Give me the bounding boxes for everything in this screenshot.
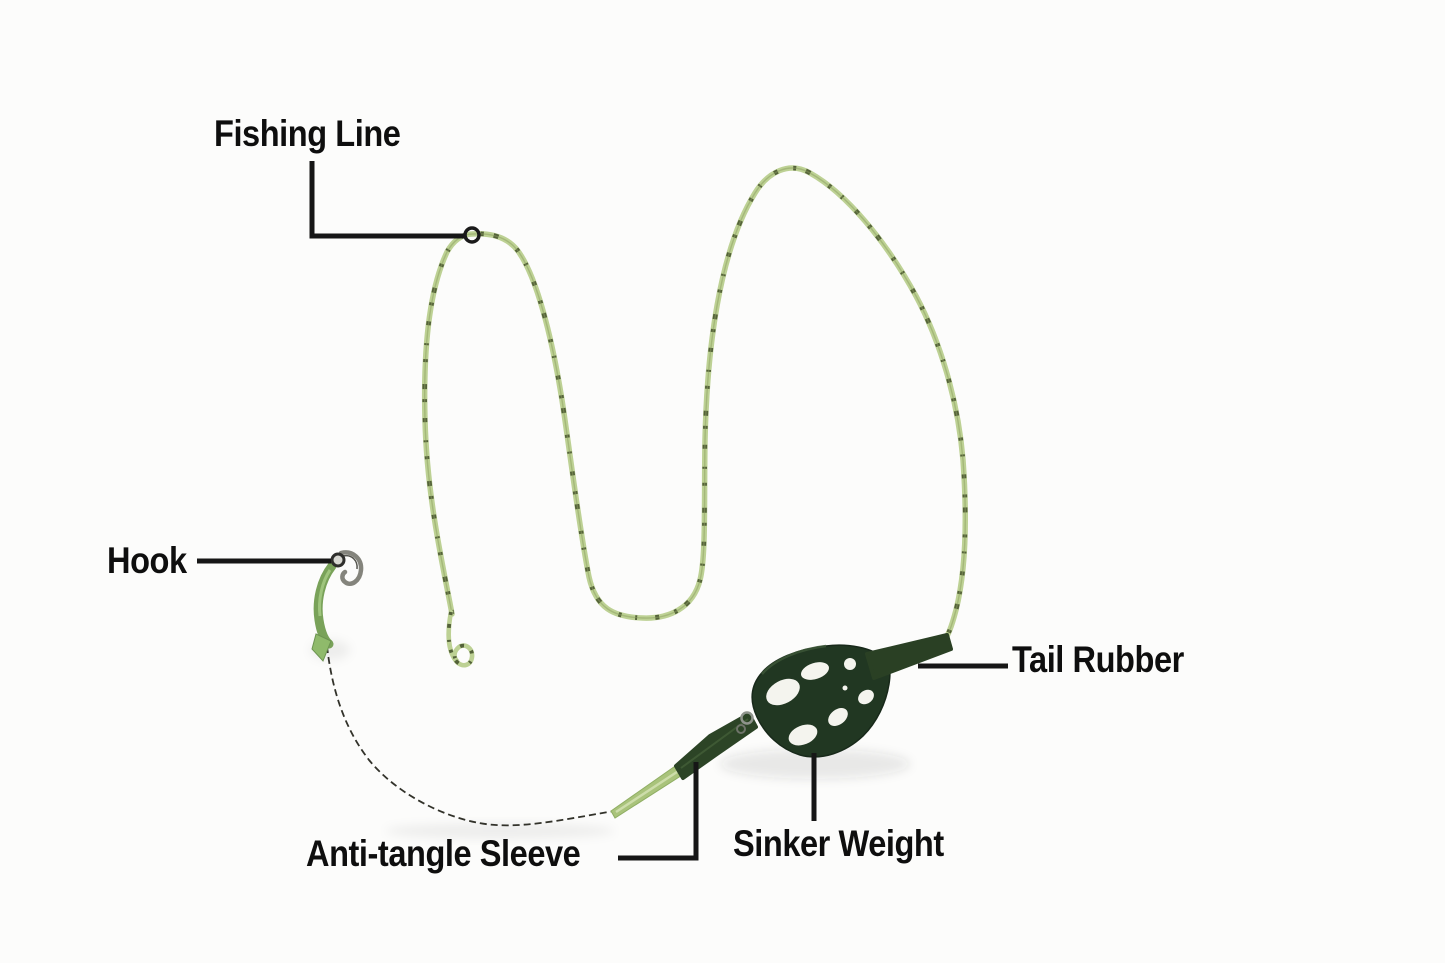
hook-sleeve-shape <box>311 561 337 662</box>
fishing-line-callout <box>309 161 464 239</box>
label-fishing-line: Fishing Line <box>214 113 401 154</box>
callout-lines <box>197 161 1008 861</box>
hook-eye <box>330 552 346 568</box>
swivel-rings <box>736 711 754 734</box>
hooklink-path <box>326 645 615 827</box>
label-sinker-weight: Sinker Weight <box>733 823 944 864</box>
fishing-line-path <box>425 168 966 641</box>
hook-shape <box>330 550 364 587</box>
fishing-line-marker-ring <box>463 226 481 244</box>
tail-rubber-shape <box>865 633 953 680</box>
label-anti-tangle-sleeve: Anti-tangle Sleeve <box>306 833 581 874</box>
label-tail-rubber: Tail Rubber <box>1012 639 1184 680</box>
label-hook: Hook <box>107 540 187 581</box>
line-loop-end <box>449 612 472 665</box>
anti-tangle-sleeve-callout <box>618 762 699 861</box>
sinker-weight-shape <box>751 644 891 758</box>
